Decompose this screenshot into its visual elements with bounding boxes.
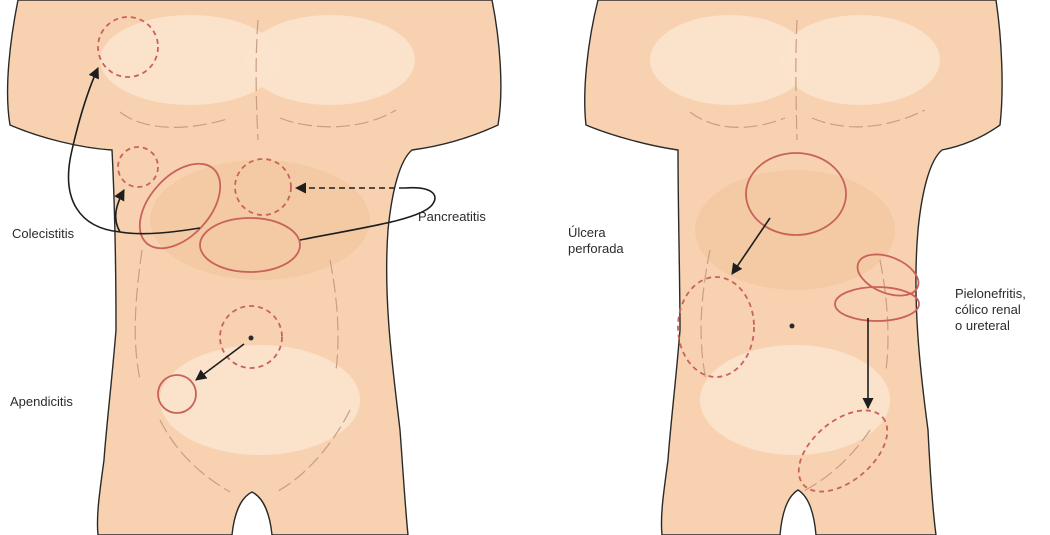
label-colecistitis: Colecistitis — [12, 226, 74, 242]
right-pectoral-left — [780, 15, 940, 105]
left-upper-abdomen — [150, 160, 370, 280]
right-upper-abdomen — [695, 170, 895, 290]
right-lower-abdomen — [700, 345, 890, 455]
left-lower-abdomen — [160, 345, 360, 455]
left-navel — [249, 336, 254, 341]
right-torso — [585, 0, 1002, 535]
label-pielonefritis-line-1: Pielonefritis, — [955, 286, 1026, 302]
label-ulcera-line-2: perforada — [568, 241, 624, 257]
label-apendicitis: Apendicitis — [10, 394, 73, 410]
right-navel — [790, 324, 795, 329]
left-pectoral-left — [245, 15, 415, 105]
label-pancreatitis: Pancreatitis — [418, 209, 486, 225]
label-ulcera-line-1: Úlcera — [568, 225, 624, 241]
label-pielonefritis-line-2: cólico renal — [955, 302, 1026, 318]
label-ulcera: Úlcera perforada — [568, 225, 624, 257]
label-pielonefritis-line-3: o ureteral — [955, 318, 1026, 334]
label-pielonefritis: Pielonefritis, cólico renal o ureteral — [955, 286, 1026, 334]
left-torso — [8, 0, 501, 535]
